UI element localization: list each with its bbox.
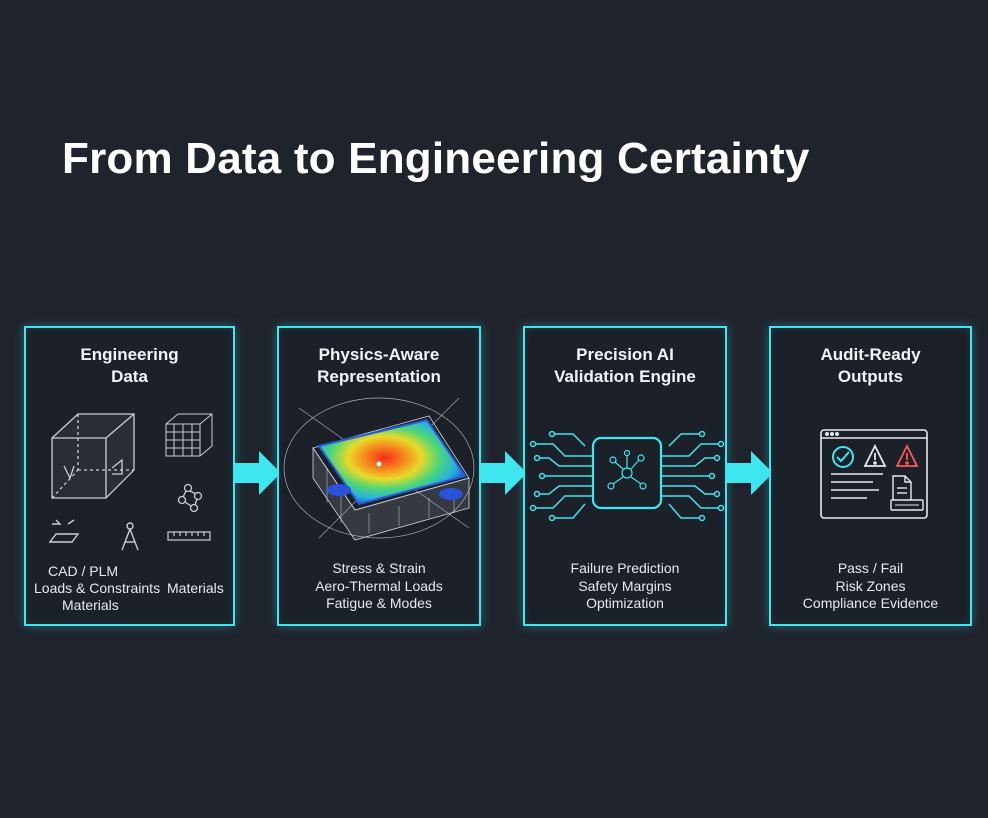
right-label-materials: Materials: [167, 580, 224, 596]
stage-title: Audit-Ready Outputs: [820, 345, 921, 386]
check-icon: [832, 446, 854, 468]
stage-items: Failure Prediction Safety Margins Optimi…: [570, 560, 680, 611]
cube-icon: [51, 413, 135, 499]
stage-ai-validation: Precision AI Validation Engine: [523, 326, 727, 626]
warning-icon: [863, 443, 887, 467]
stage-items: Stress & Strain Aero-Thermal Loads Fatig…: [315, 560, 443, 611]
stage-audit-outputs: Audit-Ready Outputs Pass / Fail Risk Zon…: [769, 326, 972, 626]
stage-title: Physics-Aware Representation: [317, 345, 441, 386]
cad-sketch-icon: [48, 519, 80, 543]
compass-icon: [121, 522, 139, 551]
certificate-icon: [890, 475, 924, 511]
left-label-cad: CAD / PLM: [48, 563, 119, 579]
alert-icon: [895, 443, 919, 467]
stage-title: Precision AI Validation Engine: [554, 345, 696, 386]
flow-arrow-1: [235, 451, 281, 495]
mesh-grid-icon: [165, 413, 213, 457]
flow-arrow-2: [481, 451, 527, 495]
ai-chip-icon: [529, 430, 725, 522]
ruler-icon: [167, 531, 211, 541]
report-window-icon: [820, 429, 928, 519]
stage-items: Pass / Fail Risk Zones Compliance Eviden…: [802, 560, 939, 611]
page-title: From Data to Engineering Certainty: [62, 134, 810, 183]
left-label-loads: Loads & Constraints: [34, 580, 161, 596]
stage-title: Engineering Data: [80, 345, 179, 386]
stage-physics-representation: Physics-Aware Representation: [277, 326, 481, 626]
stage-engineering-data: Engineering Data: [24, 326, 235, 626]
flow-arrow-3: [727, 451, 773, 495]
molecule-icon: [177, 483, 203, 513]
left-label-materials: Materials: [62, 597, 119, 613]
heatmap-plate-icon: [283, 397, 475, 541]
